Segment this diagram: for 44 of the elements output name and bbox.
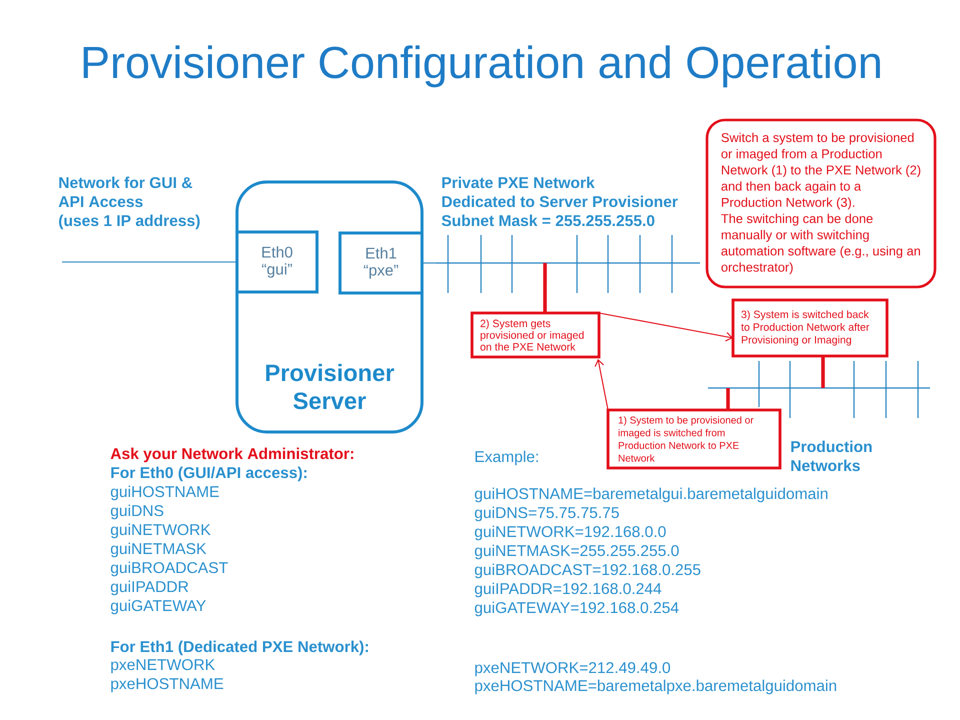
example-value: pxeHOSTNAME=baremetalpxe.baremetalguidomain (475, 680, 836, 694)
callout-box: 3) System is switched back to Production Network after Provisioning or Imaging (732, 298, 888, 358)
title: Provisioner Configuration and Operation (84, 45, 880, 88)
section-heading: For Eth0 (GUI/API access): (111, 466, 306, 482)
example-value: guiNETWORK=192.168.0.0 (474, 526, 666, 540)
network-cable (62, 261, 237, 263)
callout-box: Switch a system to be provisioned or imaged from a Production Network (1) to the PXE Network (2) and then back again to a Production Network (3). The switching can be done manually or with switching automation software (e.g., using an orchestrator) (706, 118, 936, 288)
network-label: Dedicated to Server Provisioner (442, 196, 678, 208)
arrow (598, 312, 733, 342)
example-value: guiHOSTNAME=baremetalgui.baremetalguidomain (474, 488, 828, 502)
parameter-name: guiHOSTNAME (110, 486, 219, 500)
leader-line (726, 388, 730, 410)
network-label: Network for GUI & API Access (58, 176, 192, 208)
callout-box: 2) System gets provisioned or imaged on the PXE Network (470, 312, 600, 358)
network-label: Private PXE Network (442, 176, 595, 188)
leader-line (543, 263, 547, 313)
network-cable (422, 262, 436, 264)
example-value: pxeNETWORK=212.49.49.0 (475, 662, 670, 676)
network-label: (uses 1 IP address) (59, 214, 200, 230)
example-value: guiNETMASK=255.255.255.0 (474, 544, 679, 560)
parameter-name: guiDNS (110, 504, 164, 520)
parameter-name: pxeHOSTNAME (111, 678, 224, 692)
parameter-name: guiNETMASK (110, 542, 206, 558)
example-value: guiBROADCAST=192.168.0.255 (474, 564, 700, 578)
parameter-name: guiIPADDR (110, 580, 188, 596)
network-label: Production Networks (791, 440, 872, 472)
port-box: Eth0 “gui” (236, 230, 318, 294)
parameter-name: guiNETWORK (110, 524, 211, 538)
network-label: Subnet Mask = 255.255.255.0 (442, 214, 654, 226)
example-value: guiGATEWAY=192.168.0.254 (474, 602, 679, 616)
callout-box: 1) System to be provisioned or imaged is switched from Production Network to PXE Network (606, 408, 782, 470)
section-heading: For Eth1 (Dedicated PXE Network): (111, 640, 368, 656)
leader-line (821, 356, 825, 388)
parameter-name: guiGATEWAY (110, 600, 206, 614)
parameter-name: pxeNETWORK (111, 659, 215, 674)
port-box: Eth1 “pxe” (338, 232, 424, 294)
network-bus (708, 361, 930, 418)
parameter-name: guiBROADCAST (110, 562, 228, 576)
note-heading: Ask your Network Administrator: (110, 448, 354, 462)
arrow (594, 359, 609, 410)
network-bus (436, 235, 700, 293)
example-heading: Example: (476, 450, 538, 466)
example-value: guiDNS=75.75.75.75 (474, 506, 619, 522)
example-value: guiIPADDR=192.168.0.244 (474, 582, 662, 598)
